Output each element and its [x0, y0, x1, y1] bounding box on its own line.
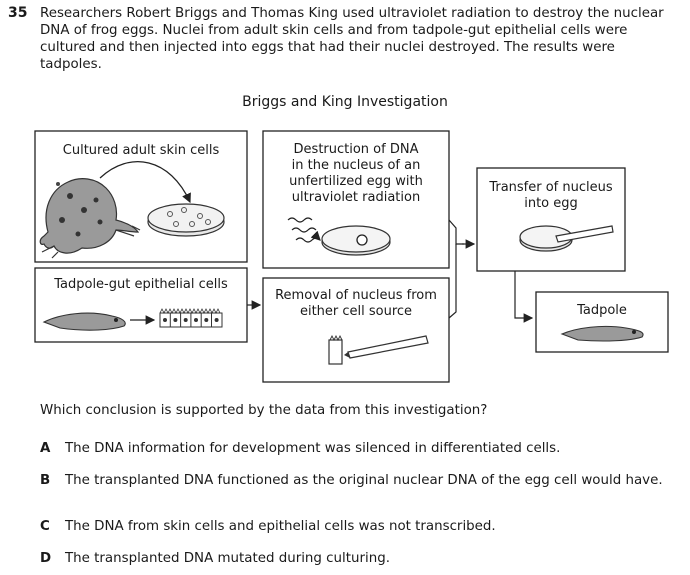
option-letter: D	[40, 551, 52, 566]
result-box	[535, 291, 669, 353]
uv-rays-icon	[287, 217, 321, 243]
removal-bracket	[448, 244, 457, 319]
result-label: Tadpole	[576, 303, 627, 318]
removal-box	[262, 277, 450, 383]
option-text: The DNA information for development was …	[65, 441, 561, 456]
petri-dish-icon	[147, 203, 225, 237]
to-result-arrow	[514, 271, 534, 323]
option-text: The DNA from skin cells and epithelial c…	[65, 519, 496, 534]
option-text: The transplanted DNA functioned as the o…	[65, 473, 663, 488]
removal-line-2: either cell source	[300, 304, 412, 319]
pipette-icon	[344, 335, 429, 359]
result-tadpole-icon	[560, 325, 644, 342]
question-number: 35	[8, 5, 28, 21]
transfer-dish-icon	[519, 225, 614, 252]
destruction-bracket	[448, 219, 464, 245]
destruction-line-4: ultraviolet radiation	[292, 190, 420, 205]
frog-icon	[39, 178, 141, 259]
egg-dish-icon	[321, 225, 391, 256]
transfer-line-1: Transfer of nucleus	[488, 180, 613, 195]
skin-to-dish-arrow	[99, 161, 191, 204]
tadpole-gut-label: Tadpole-gut epithelial cells	[53, 277, 228, 292]
skin-cells-label: Cultured adult skin cells	[63, 143, 220, 158]
question-prompt: Which conclusion is supported by the dat…	[40, 403, 488, 418]
removal-line-1: Removal of nucleus from	[275, 288, 437, 303]
destruction-line-2: in the nucleus of an	[292, 158, 421, 173]
question-stem: Researchers Robert Briggs and Thomas Kin…	[40, 6, 664, 72]
transfer-line-2: into egg	[524, 196, 578, 211]
option-letter: C	[40, 519, 50, 534]
option-letter: A	[40, 441, 51, 456]
tadpole-icon	[42, 312, 126, 331]
destruction-line-1: Destruction of DNA	[294, 142, 419, 157]
epithelial-cells-icon	[159, 308, 223, 328]
transfer-box	[476, 167, 626, 272]
option-letter: B	[40, 473, 51, 488]
option-text: The transplanted DNA mutated during cult…	[65, 551, 390, 566]
destruction-line-3: unfertilized egg with	[289, 174, 423, 189]
figure-title: Briggs and King Investigation	[242, 94, 448, 110]
test-tube-icon	[328, 334, 343, 365]
